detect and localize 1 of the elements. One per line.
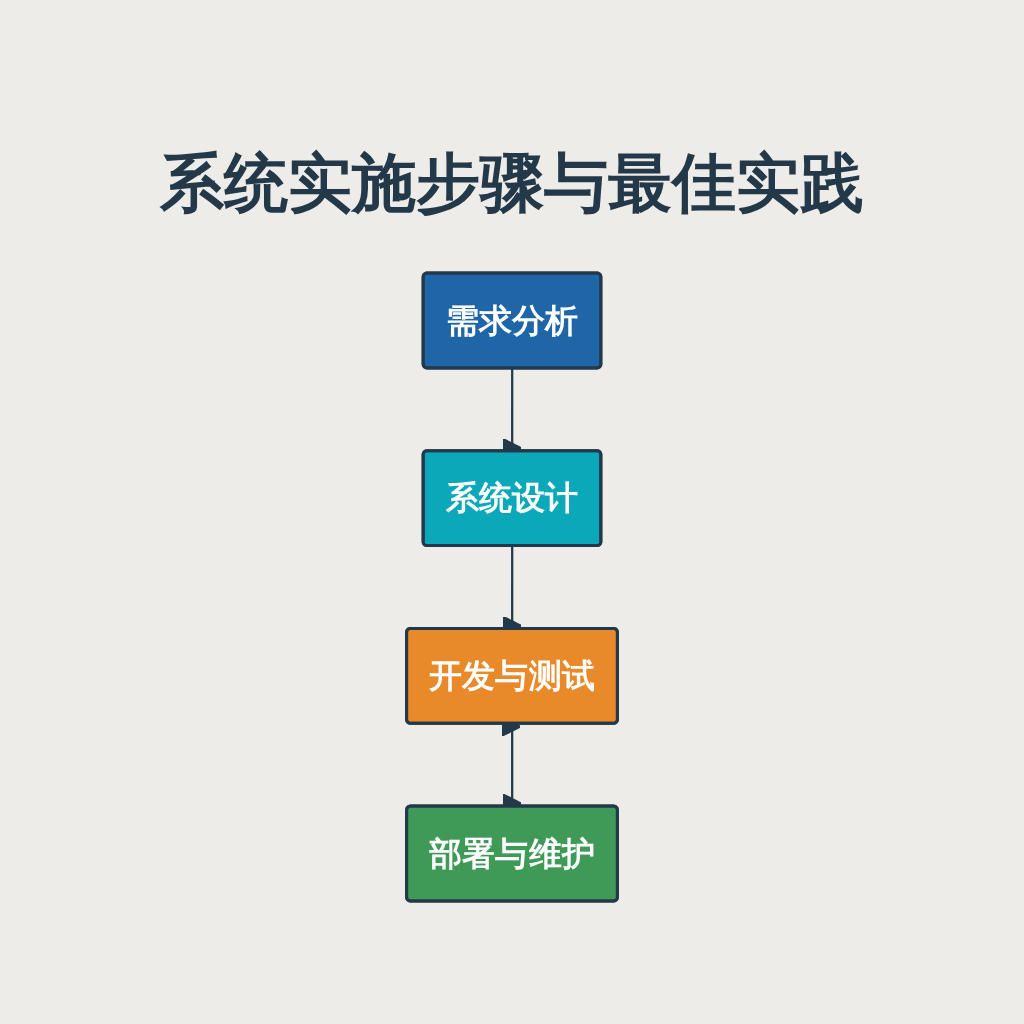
- title: 系统实施步骤与最佳实践: [160, 145, 864, 222]
